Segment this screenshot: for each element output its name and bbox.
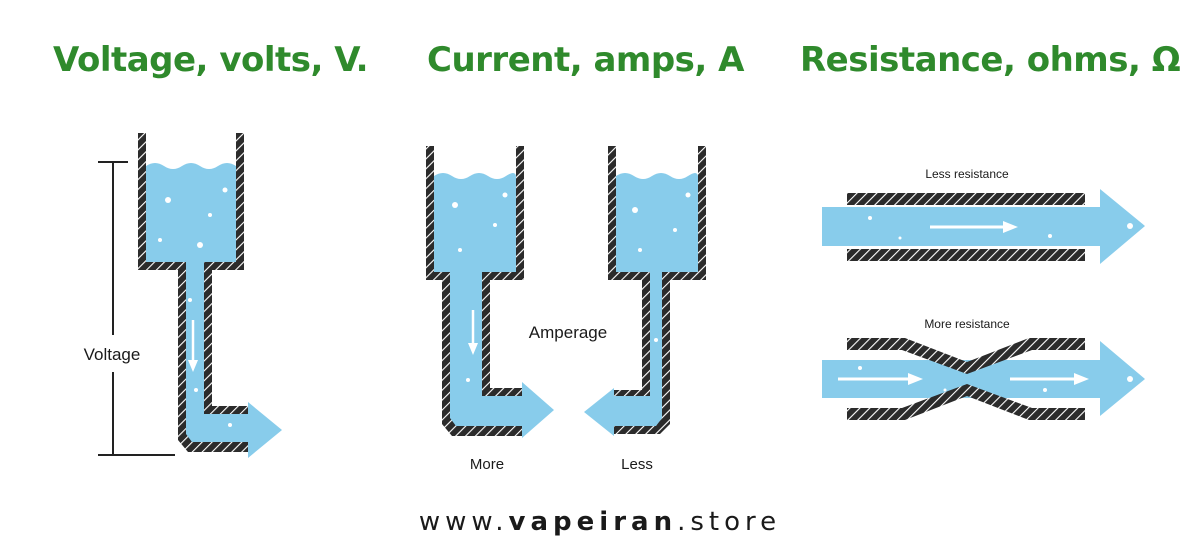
current-more-flow-arrow	[468, 310, 478, 355]
less-resistance-bubbles	[868, 216, 1133, 240]
current-less-walls	[608, 146, 706, 434]
current-less-diagram	[584, 146, 706, 436]
current-heading: Current, amps, A	[427, 40, 744, 80]
more-resistance-water-arrow	[822, 341, 1145, 416]
less-resistance-label: Less resistance	[925, 167, 1009, 181]
resistance-heading: Resistance, ohms, Ω	[800, 40, 1181, 80]
voltage-diagram: Voltage	[84, 133, 282, 458]
voltage-heading: Voltage, volts, V.	[53, 40, 369, 80]
voltage-label: Voltage	[84, 345, 141, 364]
footer-brand: vapeiran	[508, 507, 678, 537]
voltage-scale-bar	[98, 161, 175, 456]
less-resistance-flow-arrow	[930, 221, 1018, 233]
footer-prefix: www.	[418, 507, 509, 537]
footer-suffix: .store	[677, 507, 782, 537]
more-resistance-bubbles	[858, 366, 1133, 392]
water-analogy-diagram: Voltage	[84, 133, 1145, 473]
voltage-bubbles	[158, 187, 232, 427]
less-label: Less	[621, 456, 653, 473]
more-resistance-label: More resistance	[924, 317, 1010, 331]
website-footer: www.vapeiran.store	[0, 507, 1200, 537]
voltage-tank-walls	[138, 133, 248, 452]
more-label: More	[470, 456, 504, 473]
more-resistance-flow-arrows	[838, 373, 1089, 385]
amperage-label: Amperage	[529, 323, 607, 342]
current-less-water	[584, 173, 698, 436]
voltage-flow-arrow	[188, 320, 198, 372]
more-resistance-top-wall	[847, 338, 1085, 374]
current-more-bubbles	[452, 192, 508, 382]
current-more-diagram	[426, 146, 554, 438]
more-resistance-bottom-wall	[847, 384, 1085, 420]
less-resistance-pipe	[822, 189, 1145, 264]
current-more-walls	[426, 146, 524, 436]
current-less-bubbles	[632, 192, 691, 342]
more-resistance-pipe	[822, 338, 1145, 420]
current-more-water	[434, 173, 554, 438]
